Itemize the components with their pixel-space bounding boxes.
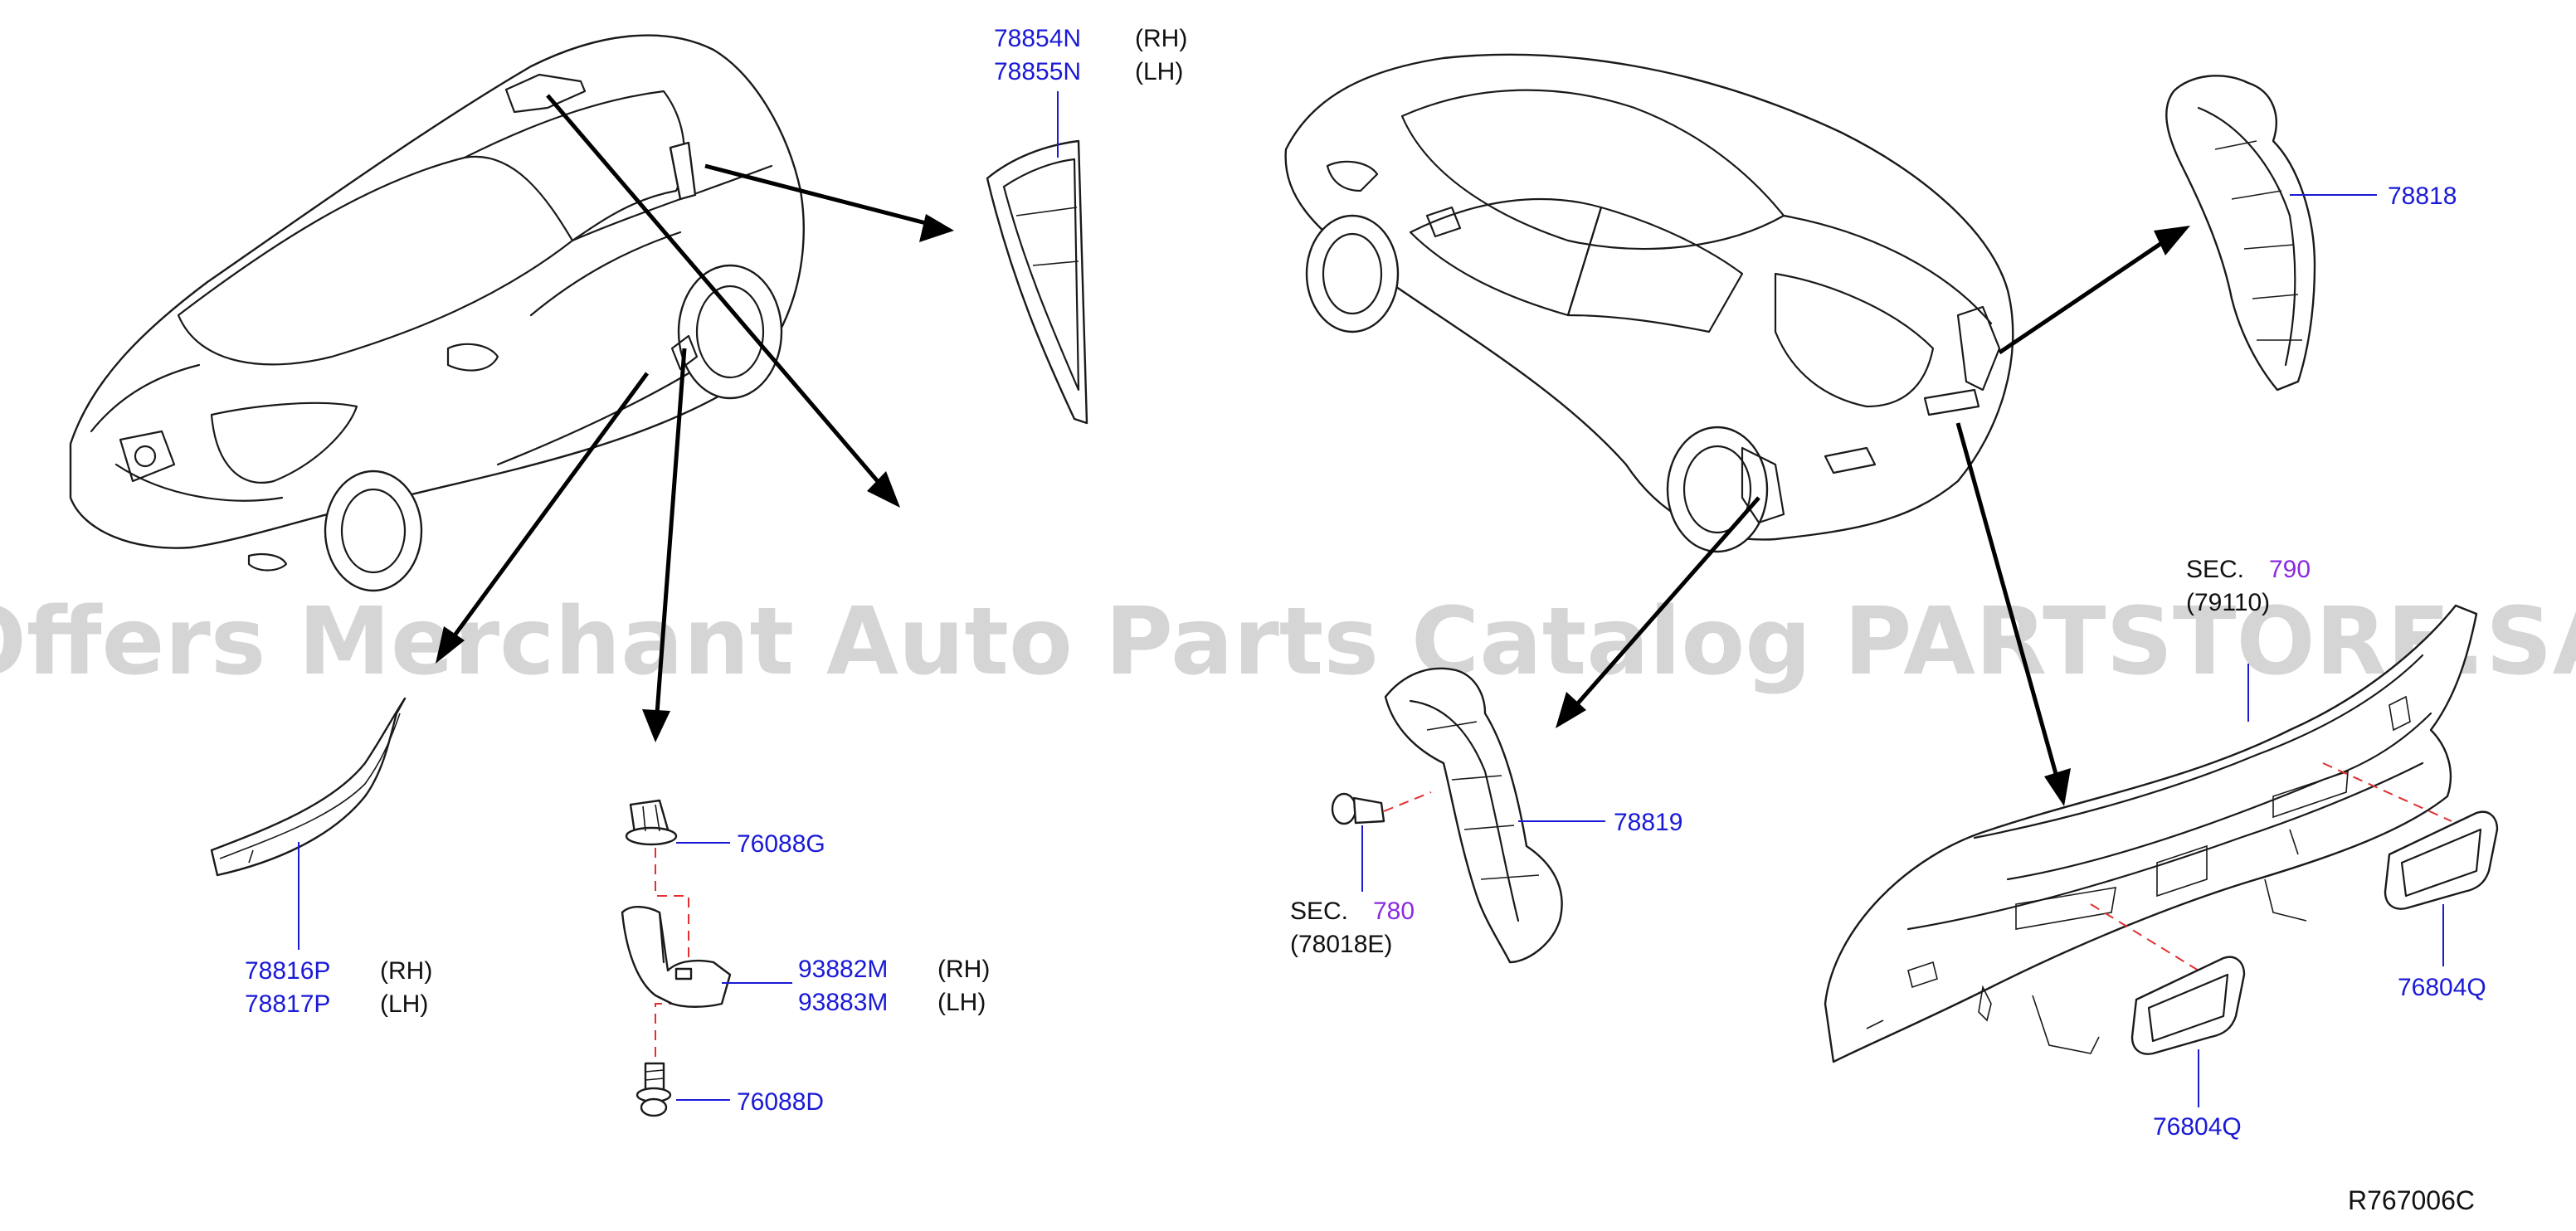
car-front-view <box>69 34 805 592</box>
watermark-text: Offers Merchant Auto Parts Catalog PARTS… <box>0 588 2576 696</box>
side-93882m: (RH) <box>937 956 990 983</box>
sec-790-ref: (79110) <box>2186 589 2270 616</box>
sec-780-ref: (78018E) <box>1290 931 1392 958</box>
part-78854n-garnish[interactable] <box>986 139 1088 425</box>
side-78816p: (RH) <box>380 957 432 985</box>
rear-panel-sec-790 <box>1824 604 2478 1063</box>
part-number-78817p[interactable]: 78817P <box>245 990 330 1018</box>
sec-780-prefix: SEC. <box>1290 898 1348 925</box>
part-76088g-clip[interactable] <box>625 799 678 846</box>
part-76804q-pad-bottom[interactable] <box>2130 956 2246 1055</box>
part-number-78819[interactable]: 78819 <box>1614 809 1682 836</box>
part-number-76088g[interactable]: 76088G <box>737 830 825 858</box>
part-76804q-pad-right[interactable] <box>2384 810 2499 910</box>
side-78854n: (RH) <box>1135 25 1187 52</box>
side-78817p: (LH) <box>380 990 428 1018</box>
part-number-78818[interactable]: 78818 <box>2388 182 2457 210</box>
callout-arrows <box>436 94 2190 806</box>
part-number-93883m[interactable]: 93883M <box>798 989 888 1016</box>
part-number-76088d[interactable]: 76088D <box>737 1088 824 1116</box>
part-78819-bracket[interactable] <box>1384 667 1563 964</box>
part-number-76804q-right[interactable]: 76804Q <box>2398 974 2486 1001</box>
side-78855n: (LH) <box>1135 58 1183 85</box>
part-780-clip[interactable] <box>1331 792 1385 825</box>
diagram-reference: R767006C <box>2348 1185 2475 1215</box>
part-76088d-bolt[interactable] <box>635 1062 672 1117</box>
car-rear-view <box>1284 53 2014 553</box>
part-78816p-strip[interactable] <box>210 697 407 877</box>
part-93882m-bracket[interactable] <box>621 906 732 1008</box>
part-number-78854n[interactable]: 78854N <box>994 25 1081 52</box>
sec-790-number[interactable]: 790 <box>2269 556 2311 583</box>
part-number-78855n[interactable]: 78855N <box>994 58 1081 85</box>
side-93883m: (LH) <box>937 989 986 1016</box>
part-78818-bracket[interactable] <box>2165 75 2316 392</box>
sec-780-number[interactable]: 780 <box>1373 898 1415 925</box>
part-number-78816p[interactable]: 78816P <box>245 957 330 985</box>
part-number-76804q-bottom[interactable]: 76804Q <box>2153 1113 2242 1141</box>
sec-790-prefix: SEC. <box>2186 556 2244 583</box>
part-number-93882m[interactable]: 93882M <box>798 956 888 983</box>
